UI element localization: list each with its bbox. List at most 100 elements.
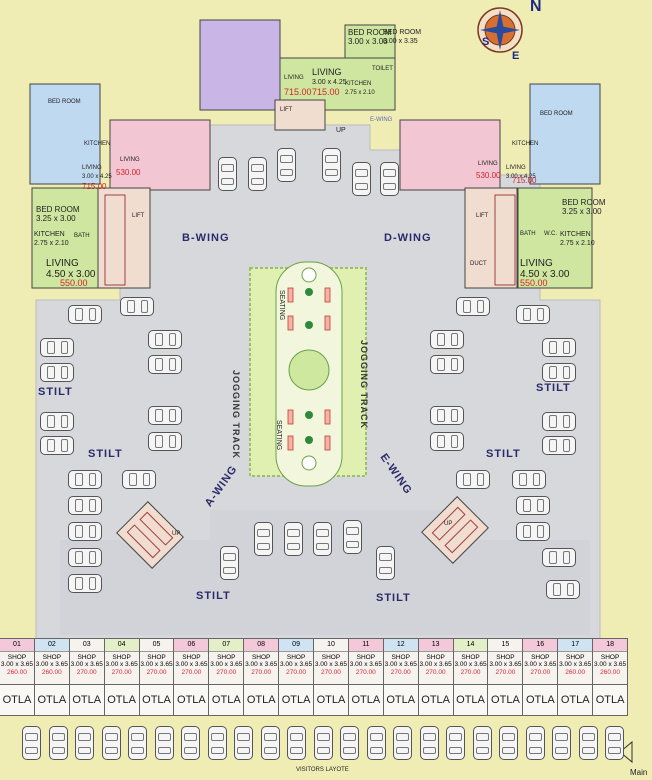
otla-cell: OTLA xyxy=(244,684,280,716)
visitor-car xyxy=(525,726,545,760)
shop-area: 270.00 xyxy=(495,669,516,676)
otla-cell: OTLA xyxy=(69,684,105,716)
visitor-car xyxy=(101,726,121,760)
e-wing-stair xyxy=(421,496,489,564)
d-wing-upper-flat xyxy=(529,83,601,185)
visitor-car xyxy=(552,726,571,760)
b-lift-label: LIFT xyxy=(132,213,145,219)
a-wing-stair xyxy=(116,501,184,569)
visitor-car xyxy=(287,726,306,760)
b-bath-label: BATH xyxy=(74,233,90,239)
otla-cell: OTLA xyxy=(314,684,349,716)
shop-dim: 3.00 x 3.65 xyxy=(489,661,522,668)
shop-dim: 3.00 x 3.65 xyxy=(245,661,278,668)
shop-area: 270.00 xyxy=(355,669,376,676)
d-bath-label: BATH xyxy=(520,231,536,237)
visitor-car xyxy=(154,726,174,760)
shop-name: SHOP xyxy=(182,654,201,661)
shop-name: SHOP xyxy=(531,654,550,661)
shop-name: SHOP xyxy=(77,654,96,661)
shop-dim: 3.00 x 3.65 xyxy=(524,661,557,668)
shop-dim: 3.00 x 3.65 xyxy=(0,661,34,668)
shop-dim: 3.00 x 3.65 xyxy=(419,661,452,668)
b-area-label: 550.00 xyxy=(60,278,88,288)
d-wing-kitchen-block xyxy=(399,119,501,191)
d-upper-area: 715.00 xyxy=(512,176,537,185)
otla-cell: OTLA xyxy=(558,684,594,716)
shop-name: SHOP xyxy=(426,654,445,661)
d-mid-area: 530.00 xyxy=(476,171,501,180)
shop-number: 11 xyxy=(348,639,383,652)
visitor-car xyxy=(578,726,598,760)
shop-area: 270.00 xyxy=(216,669,237,676)
shop-number: 08 xyxy=(244,639,279,652)
shop-area: 270.00 xyxy=(76,669,97,676)
shop-name: SHOP xyxy=(565,654,585,661)
shop-area: 270.00 xyxy=(460,669,481,676)
visitor-car xyxy=(446,726,465,760)
shop-number: 13 xyxy=(418,639,453,652)
visitor-car xyxy=(393,726,412,760)
top-living-left-label: LIVING xyxy=(284,75,304,81)
visitor-car xyxy=(234,726,253,760)
shop-number: 16 xyxy=(523,639,558,652)
shop-area: 270.00 xyxy=(146,669,167,676)
shop-dim: 3.00 x 3.65 xyxy=(454,661,487,668)
shop-number: 15 xyxy=(488,639,523,652)
top-flat-bedrooms xyxy=(344,24,396,59)
shop-dim: 3.00 x 3.65 xyxy=(349,661,382,668)
visitor-car xyxy=(419,726,439,760)
shop-area: 260.00 xyxy=(7,669,27,676)
d-wing-stair-core xyxy=(464,187,518,289)
visitor-car xyxy=(340,726,359,760)
shop-number: 09 xyxy=(279,639,314,652)
visitors-layout-label: VISITORS LAYOTE xyxy=(296,767,349,773)
jogging-track-right: JOGGING TRACK xyxy=(359,340,369,430)
compass-east: E xyxy=(512,50,521,62)
shop-number: 01 xyxy=(0,639,34,652)
shop-dim: 3.00 x 3.65 xyxy=(384,661,417,668)
visitor-car xyxy=(128,726,147,760)
shop-name: SHOP xyxy=(42,654,62,661)
shop-area: 260.00 xyxy=(600,669,621,676)
d-wing-lower-flat xyxy=(517,187,593,289)
otla-cell: OTLA xyxy=(209,684,245,716)
b-wing-upper-flat xyxy=(29,83,101,185)
shop-dim: 3.00 x 3.65 xyxy=(279,661,313,668)
b-wing-lower-flat xyxy=(31,187,99,289)
otla-cell: OTLA xyxy=(593,684,629,716)
otla-cell: OTLA xyxy=(383,684,419,716)
b-upper-area: 715.00 xyxy=(82,182,107,191)
visitor-car xyxy=(207,726,227,760)
otla-cell: OTLA xyxy=(104,684,140,716)
shop-area: 270.00 xyxy=(390,669,411,676)
top-flat-left-unit xyxy=(199,19,281,111)
d-duct-label: DUCT xyxy=(470,261,487,267)
shop-area: 270.00 xyxy=(181,669,202,676)
d-area-label: 550.00 xyxy=(520,278,548,288)
top-area-label: 715.00 xyxy=(312,87,340,97)
shop-area: 260.00 xyxy=(41,669,62,676)
shop-number: 03 xyxy=(69,639,104,652)
shop-dim: 3.00 x 3.65 xyxy=(105,661,138,668)
otla-cell: OTLA xyxy=(34,684,70,716)
